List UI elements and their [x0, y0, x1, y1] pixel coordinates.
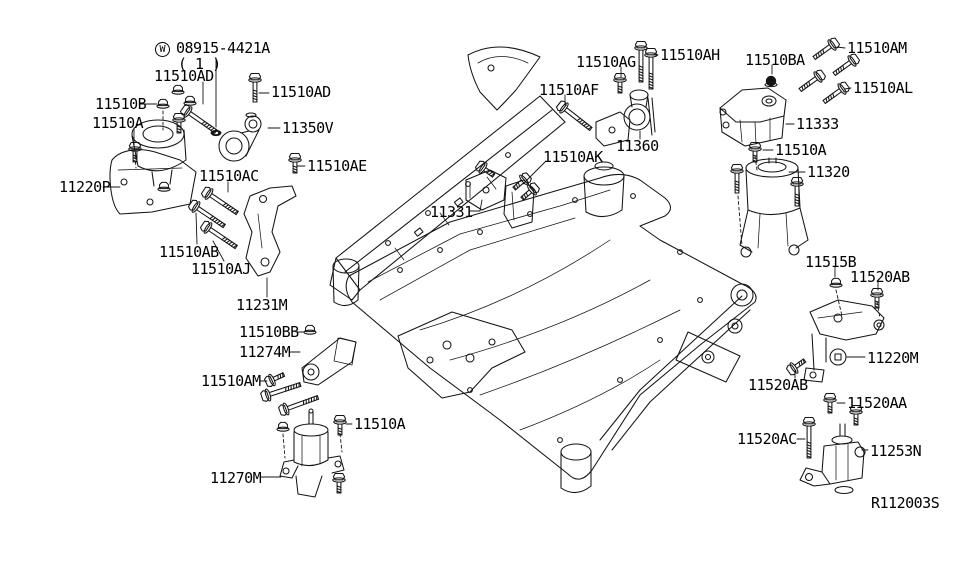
part-label-11220m: 11220M	[867, 349, 919, 367]
part-label-11510ae: 11510AE	[307, 157, 367, 175]
part-label-11360: 11360	[616, 137, 659, 155]
part-label-11510ak: 11510AK	[543, 148, 603, 166]
part-11231m-bracket	[243, 185, 297, 277]
part-label-11231m: 11231M	[236, 296, 288, 314]
part-label-11510ag: 11510AG	[576, 53, 636, 71]
part-label-11350v: 11350V	[282, 119, 334, 137]
part-label-11520ab-1: 11520AB	[850, 268, 910, 286]
crossmember-cradle	[332, 161, 757, 494]
part-label-11320: 11320	[807, 163, 850, 181]
part-11270m-mount	[279, 408, 345, 498]
qty-label: ( 1 )	[178, 55, 221, 73]
part-label-11510am-1: 11510AM	[201, 372, 261, 390]
part-label-11510af: 11510AF	[539, 81, 599, 99]
part-label-11274m: 11274M	[239, 343, 291, 361]
part-label-11270m: 11270M	[210, 469, 262, 487]
assembly-dash-lines	[134, 110, 881, 459]
part-label-11510am-2: 11510AM	[847, 39, 907, 57]
part-label-11331: 11331	[430, 203, 473, 221]
part-11320-mount	[739, 157, 809, 258]
part-label-11510a-1: 11510A	[92, 114, 144, 132]
drawing-code: R112003S	[871, 494, 940, 512]
side-member-rail	[329, 95, 566, 301]
part-label-11510ah: 11510AH	[660, 46, 720, 64]
part-label-11515b: 11515B	[805, 253, 857, 271]
part-11274m-bracket	[301, 337, 357, 386]
part-label-11510ac: 11510AC	[199, 167, 259, 185]
part-label-11510aj: 11510AJ	[191, 260, 251, 278]
part-label-11333: 11333	[796, 115, 839, 133]
part-label-08915-4421a: 08915-4421A	[176, 39, 270, 57]
part-label-11510b: 11510B	[95, 95, 147, 113]
part-11333-bracket	[719, 87, 787, 147]
part-label-11510ba: 11510BA	[745, 51, 805, 69]
part-label-11220p: 11220P	[59, 178, 111, 196]
part-label-11510ad-2: 11510AD	[271, 83, 331, 101]
part-11253n-mount	[799, 423, 866, 495]
part-label-11510bb: 11510BB	[239, 323, 299, 341]
part-11220m-bracket	[803, 299, 885, 383]
part-label-11520ab-2: 11520AB	[748, 376, 808, 394]
part-label-11510ab: 11510AB	[159, 243, 219, 261]
part-label-11520ac: 11520AC	[737, 430, 797, 448]
part-11350v-torque-rod	[218, 112, 262, 162]
part-label-11510a-3: 11510A	[775, 141, 827, 159]
leader-lines	[102, 46, 879, 478]
part-label-11510ad-1: 11510AD	[154, 67, 214, 85]
part-label-11253n: 11253N	[870, 442, 922, 460]
part-label-11520aa: 11520AA	[847, 394, 907, 412]
part-label-11510a-2: 11510A	[354, 415, 406, 433]
washer-symbol: W	[155, 42, 170, 57]
part-label-11510al: 11510AL	[853, 79, 913, 97]
part-11360-assembly	[595, 89, 656, 147]
part-11220p-assembly	[109, 119, 197, 215]
apron-gusset	[467, 46, 541, 111]
